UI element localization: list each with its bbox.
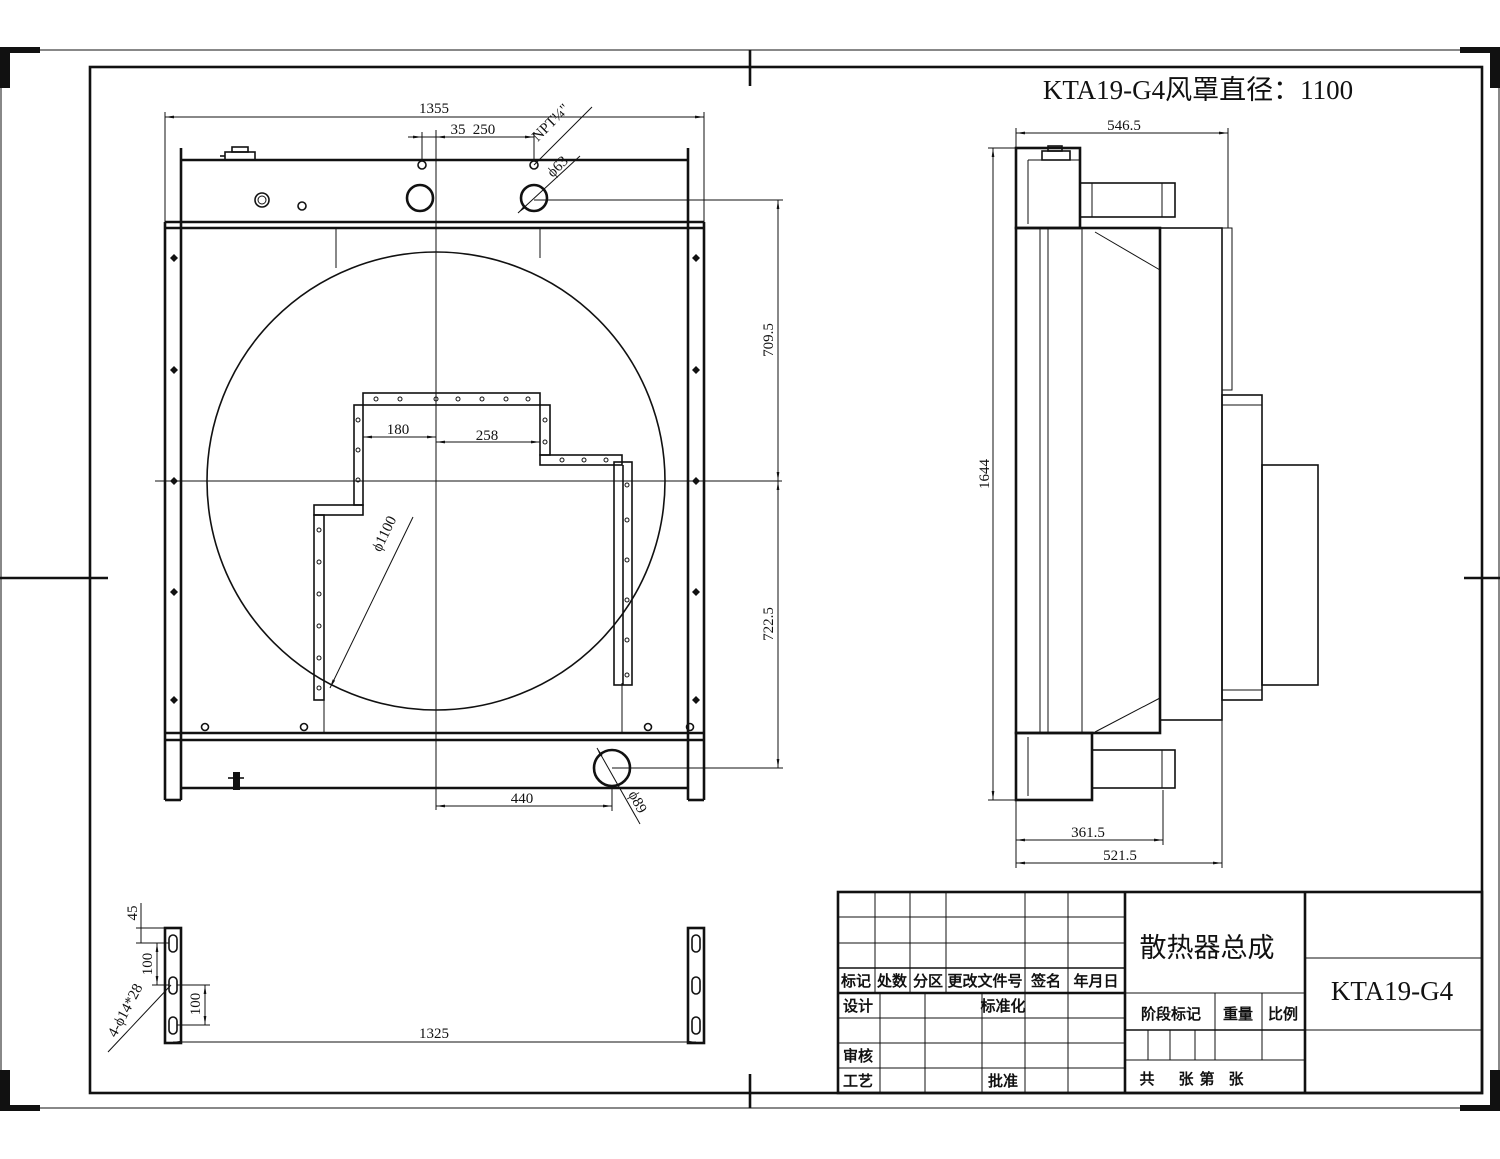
tb-stage-mark: 阶段标记 <box>1141 1005 1201 1023</box>
title-block: 标记 处数 分区 更改文件号 签名 年月日 设计 标准化 审核 工艺 批准 散热… <box>836 890 1484 1095</box>
dim-side-core-depth: 361.5 <box>1015 790 1164 868</box>
dim-text-440: 440 <box>511 791 534 807</box>
note-inlet-dia: ϕ63 <box>517 153 581 214</box>
dim-text-521-5: 521.5 <box>1103 848 1137 864</box>
dim-overall-width: 1355 <box>164 101 705 222</box>
front-view: 1355 35 250 NPT¼" ϕ63 709.5 722. <box>155 101 783 825</box>
tb-header-zone: 分区 <box>913 973 943 990</box>
side-outlet-pipe <box>1091 749 1176 789</box>
corner-mark-top-right <box>1460 47 1500 88</box>
dim-text-35: 35 <box>451 122 466 138</box>
tb-approve: 批准 <box>988 1072 1018 1090</box>
tb-sheet-no-label: 第 <box>1199 1070 1214 1088</box>
fan-shroud-circle <box>206 251 666 711</box>
inner-border <box>88 65 1484 1095</box>
dim-mount-100-a: 100 <box>140 943 169 986</box>
shroud-bracket <box>313 392 633 701</box>
dim-text-180: 180 <box>387 422 410 438</box>
mount-slot <box>168 1016 178 1035</box>
sheet-title: KTA19-G4风罩直径：1100 <box>1043 75 1353 105</box>
dim-text-1355: 1355 <box>419 101 449 117</box>
dim-side-height: 1644 <box>977 147 1016 801</box>
npt-thread-text: NPT¼" <box>529 101 573 145</box>
dim-upper-height: 709.5 <box>534 199 783 481</box>
side-fan-guard <box>1221 394 1263 701</box>
tb-weight: 重量 <box>1223 1005 1253 1023</box>
tb-header-date: 年月日 <box>1073 972 1118 990</box>
dim-text-1644: 1644 <box>977 459 993 490</box>
dim-text-361-5: 361.5 <box>1071 825 1105 841</box>
filler-cap <box>220 146 256 161</box>
side-fan-hub <box>1261 464 1319 686</box>
tb-sheet-total-label: 共 <box>1139 1071 1154 1088</box>
mount-slot <box>168 934 178 953</box>
dim-text-546-5: 546.5 <box>1107 118 1141 134</box>
dim-outlet-offset: 440 <box>436 786 613 811</box>
side-view: 546.5 1644 361.5 521.5 <box>977 118 1319 868</box>
inlet-hole-right <box>519 183 549 213</box>
dim-bracket-258: 258 <box>436 428 540 444</box>
tb-header-count: 处数 <box>876 972 908 990</box>
dim-mount-45: 45 <box>125 903 169 944</box>
tb-standardization: 标准化 <box>979 997 1025 1015</box>
bracket-bolt-holes <box>316 396 630 691</box>
tb-drawing-number: KTA19-G4 <box>1331 976 1454 1006</box>
tb-sheet-no-unit: 张 <box>1228 1071 1244 1088</box>
sensor-port <box>254 192 270 208</box>
dim-bracket-180: 180 <box>363 422 436 439</box>
dim-text-1325: 1325 <box>419 1026 449 1042</box>
mount-bracket-right <box>686 926 706 1045</box>
side-core <box>1014 226 1162 735</box>
tb-scale: 比例 <box>1268 1005 1298 1023</box>
side-bottom-tank <box>1014 731 1094 802</box>
mount-slot <box>691 1016 701 1035</box>
dim-side-shroud-depth: 521.5 <box>1016 720 1223 868</box>
drain-plug <box>228 772 244 790</box>
inlet-hole-left <box>405 183 435 213</box>
corner-mark-bottom-right <box>1460 1070 1500 1111</box>
mount-hole-text: 4-ϕ14*28 <box>105 981 146 1040</box>
tb-header-signature: 签名 <box>1030 972 1061 990</box>
dim-text-100-b: 100 <box>188 993 204 1016</box>
dim-mount-span: 1325 <box>173 1026 696 1044</box>
mount-slot <box>691 976 701 995</box>
side-bolts <box>170 254 700 704</box>
inlet-dia-text: ϕ63 <box>544 153 572 181</box>
mounting-view: 1325 45 100 100 4-ϕ14*28 <box>105 903 706 1053</box>
side-filler-cap <box>1041 145 1071 161</box>
vent-port <box>297 201 307 211</box>
tb-review: 审核 <box>843 1047 873 1065</box>
dim-mount-100-b: 100 <box>177 984 210 1026</box>
dim-side-top-depth: 546.5 <box>1015 118 1229 228</box>
tb-header-change-doc: 更改文件号 <box>947 972 1022 990</box>
mount-slot <box>691 934 701 953</box>
corner-mark-top-left <box>0 47 40 88</box>
dim-text-709-5: 709.5 <box>761 323 777 357</box>
tb-process: 工艺 <box>843 1073 873 1090</box>
tb-header-mark: 标记 <box>840 972 871 990</box>
tb-design: 设计 <box>843 997 873 1015</box>
dim-lower-height: 722.5 <box>612 481 783 769</box>
note-outlet-dia: ϕ89 <box>596 747 650 825</box>
tb-drawing-name: 散热器总成 <box>1140 933 1275 963</box>
dim-text-45: 45 <box>125 906 141 921</box>
bottom-mount-holes <box>200 722 695 732</box>
note-mount-holes: 4-ϕ14*28 <box>105 981 172 1053</box>
side-inlet-pipe <box>1079 182 1176 218</box>
dim-text-100-a: 100 <box>140 953 156 976</box>
sheet-frame <box>0 47 1500 1111</box>
note-shroud-dia: ϕ1100 <box>329 514 414 689</box>
dim-text-722-5: 722.5 <box>761 607 777 641</box>
side-shroud <box>1159 227 1223 721</box>
dim-text-258: 258 <box>476 428 499 444</box>
shroud-dia-text: ϕ1100 <box>370 514 401 555</box>
tb-sheet-total-unit: 张 <box>1178 1071 1194 1088</box>
dim-text-250: 250 <box>473 122 496 138</box>
npt-port-left <box>417 160 427 170</box>
corner-mark-bottom-left <box>0 1070 40 1111</box>
dim-inlet-offsets: 35 250 <box>408 122 535 161</box>
outlet-dia-text: ϕ89 <box>625 788 650 816</box>
